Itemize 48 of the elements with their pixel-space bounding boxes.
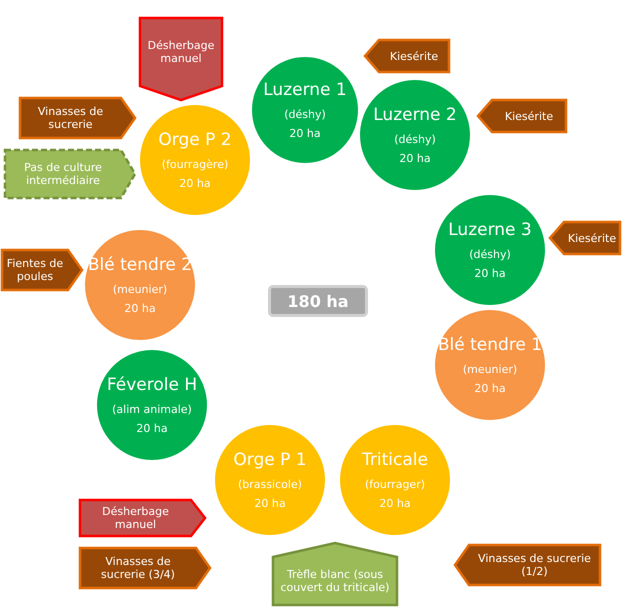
callout-arrow xyxy=(140,18,222,100)
callout-text: Trèfle blanc (sous couvert du triticale) xyxy=(280,568,390,594)
callout-text: Kiesérite xyxy=(504,110,554,122)
callout-arrow xyxy=(478,100,566,132)
callout-arrow xyxy=(2,250,82,290)
crop-type: (fourragère) xyxy=(162,158,228,172)
crop-type: (meunier) xyxy=(462,362,518,376)
crop-name: Orge P 1 xyxy=(233,450,307,470)
area-label: 20 ha xyxy=(179,176,211,190)
area-label: 20 ha xyxy=(124,302,156,316)
area-label: 20 ha xyxy=(254,496,286,510)
callout-arrow xyxy=(20,98,135,138)
callout-arrow xyxy=(80,548,210,588)
crop-type: (meunier) xyxy=(112,282,168,296)
callout-arrow xyxy=(5,150,135,198)
callout-text: Vinasses de sucrerie (1/2) xyxy=(477,552,592,578)
callout-text: Désherbage manuel xyxy=(101,505,170,531)
crop-name: Luzerne 2 xyxy=(373,104,457,124)
callout-text: Kiesérite xyxy=(567,232,617,244)
crop-type: (déshy) xyxy=(469,248,511,262)
area-label: 20 ha xyxy=(474,266,506,280)
crop-name: Féverole H xyxy=(106,374,198,394)
crop-name: Triticale xyxy=(362,450,428,470)
callout-text: Fientes de poules xyxy=(6,257,64,283)
area-label: 20 ha xyxy=(379,496,411,510)
total-area-badge: 180 ha xyxy=(268,285,368,317)
area-label: 20 ha xyxy=(136,422,168,436)
callout-text: Vinasses de sucrerie xyxy=(36,105,104,131)
callout-arrow xyxy=(455,545,600,585)
crop-type: (brassicole) xyxy=(238,478,302,492)
crop-type: (alim animale) xyxy=(112,402,192,416)
callout-arrow xyxy=(550,222,620,254)
callout-arrow xyxy=(273,543,397,605)
callout-arrow xyxy=(365,40,449,72)
crop-type: (déshy) xyxy=(394,132,436,146)
callout-text: Désherbage manuel xyxy=(146,39,216,65)
callout-text: Pas de culture intermédiaire xyxy=(23,161,103,187)
crop-type: (déshy) xyxy=(284,108,326,122)
callout-text: Vinasses de sucrerie (3/4) xyxy=(100,555,176,581)
crop-name: Luzerne 3 xyxy=(448,220,532,240)
area-label: 20 ha xyxy=(474,382,506,396)
crop-name: Orge P 2 xyxy=(158,130,232,150)
callout-text: Kiesérite xyxy=(388,50,440,62)
callout-arrow xyxy=(80,500,205,536)
crop-type: (fourrager) xyxy=(364,478,426,492)
area-label: 20 ha xyxy=(289,126,321,140)
crop-name: Luzerne 1 xyxy=(263,80,347,100)
area-label: 20 ha xyxy=(399,152,431,166)
